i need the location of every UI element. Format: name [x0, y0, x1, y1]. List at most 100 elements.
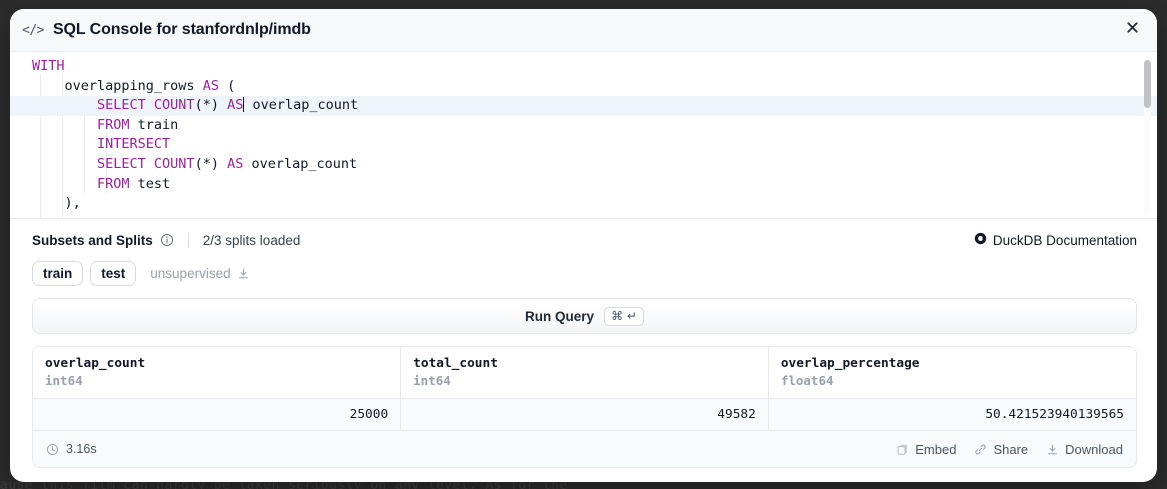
sql-text: test	[129, 175, 171, 192]
run-query-label: Run Query	[525, 308, 595, 324]
sql-text: train	[129, 116, 179, 133]
indent-guide	[106, 94, 107, 194]
indent-guide	[84, 94, 85, 194]
background-page-text: ause this film can hardly be taken serio…	[0, 478, 568, 489]
split-pill-test[interactable]: test	[90, 261, 137, 286]
footer-action-embed[interactable]: Embed	[896, 442, 956, 457]
sql-text: overlapping_rows	[32, 77, 203, 94]
sql-console-modal: </> SQL Console for stanfordnlp/imdb WIT…	[10, 9, 1157, 482]
table-cell: 50.421523940139565	[768, 398, 1136, 431]
text-caret	[243, 97, 245, 113]
sql-keyword: SELECT COUNT	[97, 155, 195, 172]
results-footer: 3.16s Embed Share Download	[33, 431, 1136, 467]
sql-text: overlap_count	[244, 97, 359, 114]
footer-action-download[interactable]: Download	[1046, 442, 1123, 457]
download-icon[interactable]	[237, 267, 250, 280]
run-query-button[interactable]: Run Query ⌘ ↵	[32, 298, 1137, 334]
duckdb-documentation-label: DuckDB Documentation	[992, 232, 1137, 248]
duckdb-icon	[974, 232, 987, 248]
subsets-and-splits-section: Subsets and Splits 2/3 splits loaded	[10, 219, 1157, 286]
column-name: total_count	[413, 356, 498, 371]
run-query-shortcut: ⌘ ↵	[604, 306, 644, 326]
sql-text: (*)	[194, 155, 228, 172]
editor-scrollbar[interactable]	[1144, 58, 1151, 213]
sql-code-line[interactable]: overlapping_rows AS (	[10, 77, 1157, 97]
column-name: overlap_percentage	[780, 356, 920, 371]
sql-text	[32, 136, 97, 152]
sql-keyword: AS	[227, 97, 244, 114]
modal-header: </> SQL Console for stanfordnlp/imdb	[10, 9, 1157, 52]
sql-text: (*)	[194, 97, 228, 114]
footer-actions: Embed Share Download	[896, 442, 1123, 457]
sql-text	[32, 117, 97, 133]
splits-title: Subsets and Splits	[32, 232, 153, 248]
sql-text: ),	[32, 195, 81, 212]
copy-icon	[896, 443, 909, 456]
table-column-header[interactable]: overlap_count int64	[33, 347, 402, 399]
code-tag-icon: </>	[22, 22, 44, 38]
splits-header-row: Subsets and Splits 2/3 splits loaded	[32, 230, 1137, 250]
split-pill-row: train test unsupervised	[32, 261, 1137, 286]
split-pill-label: test	[101, 266, 126, 281]
clock-icon	[46, 443, 59, 456]
sql-code-line[interactable]: WITH	[10, 57, 1157, 77]
sql-keyword: FROM	[97, 175, 130, 192]
close-button[interactable]	[1119, 17, 1145, 43]
sql-editor[interactable]: WITH overlapping_rows AS ( SELECT COUNT(…	[10, 52, 1157, 219]
sql-code-line[interactable]: FROM test	[10, 175, 1157, 195]
link-icon	[974, 443, 987, 456]
close-icon	[1125, 20, 1140, 40]
sql-code-line[interactable]: SELECT COUNT(*) AS overlap_count	[10, 155, 1157, 175]
query-timing-value: 3.16s	[66, 442, 97, 456]
sql-code-line[interactable]: FROM train	[10, 116, 1157, 136]
indent-guide	[62, 74, 63, 218]
footer-action-label: Share	[993, 441, 1029, 457]
download-icon	[1046, 443, 1059, 456]
table-cell: 25000	[33, 398, 402, 431]
sql-text	[32, 97, 97, 113]
split-pill-label: unsupervised	[150, 266, 231, 281]
indent-guide	[40, 74, 41, 218]
column-type: float64	[780, 373, 834, 388]
table-column-header[interactable]: overlap_percentage float64	[768, 347, 1136, 399]
sql-keyword: WITH	[32, 58, 65, 74]
sql-keyword: SELECT COUNT	[97, 97, 195, 114]
sql-code-line[interactable]: INTERSECT	[10, 135, 1157, 155]
sql-text: (	[218, 77, 236, 94]
sql-code-line[interactable]: SELECT COUNT(*) AS overlap_count	[10, 96, 1157, 116]
split-pill-train[interactable]: train	[32, 261, 84, 286]
editor-scrollbar-thumb[interactable]	[1144, 60, 1151, 108]
column-name: overlap_count	[45, 356, 146, 371]
sql-code-line[interactable]: ),	[10, 194, 1157, 214]
footer-action-label: Embed	[915, 441, 957, 457]
sql-text	[32, 156, 97, 172]
sql-code-lines[interactable]: WITH overlapping_rows AS ( SELECT COUNT(…	[10, 52, 1157, 214]
sql-keyword: FROM	[97, 116, 130, 133]
info-circle-icon[interactable]	[160, 233, 174, 247]
page-title: SQL Console for stanfordnlp/imdb	[52, 21, 311, 38]
duckdb-documentation-link[interactable]: DuckDB Documentation	[974, 232, 1137, 248]
footer-action-share[interactable]: Share	[974, 442, 1028, 457]
sql-keyword: AS	[202, 77, 219, 94]
sql-keyword: AS	[227, 155, 244, 172]
sql-text	[32, 176, 97, 192]
sql-text: overlap_count	[243, 155, 358, 172]
divider	[187, 232, 189, 248]
footer-action-label: Download	[1065, 441, 1123, 457]
sql-keyword: INTERSECT	[97, 136, 171, 153]
table-column-header[interactable]: total_count int64	[400, 347, 769, 399]
run-query-wrap: Run Query ⌘ ↵	[10, 286, 1157, 334]
column-type: int64	[413, 373, 451, 388]
split-pill-unsupervised[interactable]: unsupervised	[143, 261, 260, 286]
table-cell: 49582	[400, 398, 769, 431]
splits-loaded-status: 2/3 splits loaded	[202, 232, 301, 248]
query-timing: 3.16s	[46, 442, 97, 456]
column-type: int64	[45, 373, 83, 388]
split-pill-label: train	[43, 266, 73, 281]
